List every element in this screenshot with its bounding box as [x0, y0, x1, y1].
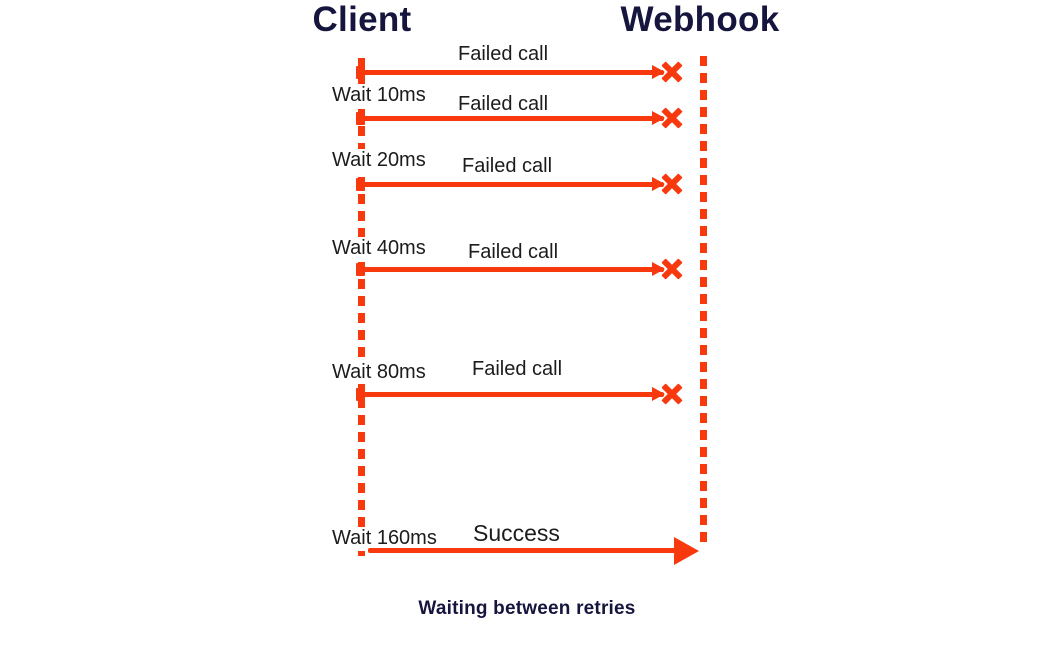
failed-call-label-1: Failed call: [456, 43, 551, 66]
diagram-caption: Waiting between retries: [418, 598, 636, 619]
webhook-lifeline: [700, 56, 707, 548]
failed-call-arrow-5: [361, 392, 664, 397]
wait-label-10ms: Wait 10ms: [330, 84, 428, 107]
wait-label-80ms: Wait 80ms: [330, 361, 428, 384]
success-arrow: [368, 548, 678, 553]
failure-x-icon-4: [659, 256, 685, 282]
wait-label-40ms: Wait 40ms: [330, 237, 428, 260]
arrow-start-nub-2: [356, 112, 365, 125]
failed-call-label-2: Failed call: [456, 93, 551, 116]
success-label: Success: [471, 520, 562, 546]
client-actor-title: Client: [312, 0, 412, 39]
failed-call-label-5: Failed call: [470, 358, 565, 381]
failed-call-arrow-3: [361, 182, 664, 187]
failed-call-label-4: Failed call: [466, 241, 561, 264]
wait-label-20ms: Wait 20ms: [330, 149, 428, 172]
failure-x-icon-5: [659, 381, 685, 407]
arrow-start-nub-1: [356, 66, 365, 79]
wait-label-160ms: Wait 160ms: [330, 527, 439, 550]
failure-x-icon-3: [659, 171, 685, 197]
failure-x-icon-1: [659, 59, 685, 85]
failed-call-arrow-1: [361, 70, 664, 75]
failed-call-arrow-2: [361, 116, 664, 121]
arrow-start-nub-4: [356, 263, 365, 276]
client-lifeline: [358, 58, 365, 556]
failure-x-icon-2: [659, 105, 685, 131]
success-arrowhead-icon: [674, 537, 699, 565]
arrow-start-nub-3: [356, 178, 365, 191]
failed-call-arrow-4: [361, 267, 664, 272]
failed-call-label-3: Failed call: [460, 155, 555, 178]
arrow-start-nub-5: [356, 388, 365, 401]
webhook-actor-title: Webhook: [620, 0, 780, 39]
